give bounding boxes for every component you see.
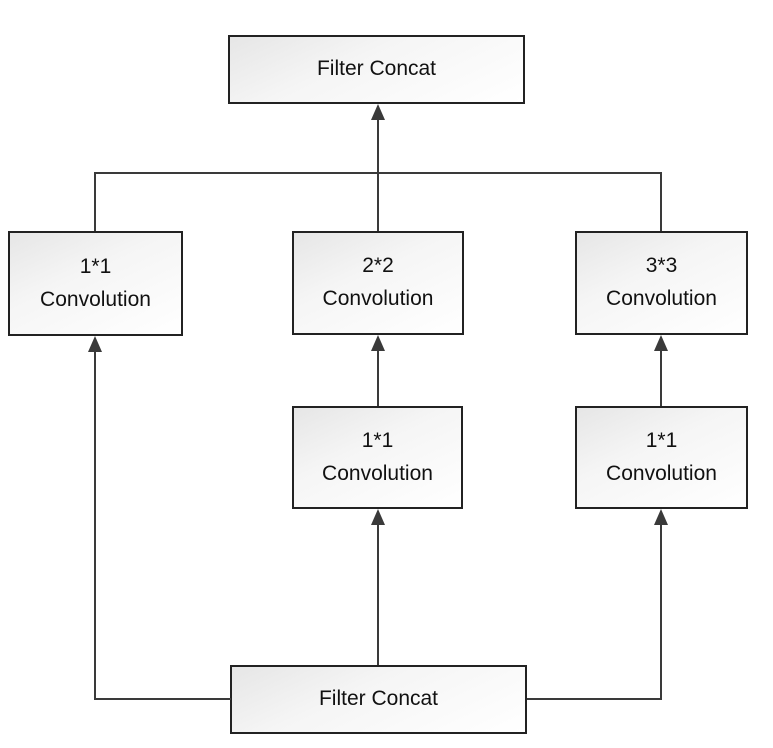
node-label-size: 1*1 [645, 428, 678, 452]
edge-bottomconcat-to-conv1x1right-horizontal [527, 698, 662, 700]
node-conv-2x2: 2*2 Convolution [292, 231, 464, 335]
node-conv-3x3: 3*3 Convolution [575, 231, 748, 335]
node-label: Filter Concat [318, 687, 439, 711]
arrowhead-up-icon [371, 104, 385, 120]
edge-bottomconcat-to-conv1x1right-vertical [660, 523, 662, 700]
node-conv-1x1-left: 1*1 Convolution [8, 231, 183, 336]
node-filter-concat-bottom: Filter Concat [230, 665, 527, 734]
node-label-size: 1*1 [79, 254, 112, 278]
arrowhead-up-icon [371, 335, 385, 351]
edge-bottomconcat-to-conv1x1mid-vertical [377, 523, 379, 665]
edge-bottomconcat-to-conv1x1left-horizontal [94, 698, 231, 700]
arrowhead-up-icon [371, 509, 385, 525]
node-label-kind: Convolution [322, 461, 433, 485]
node-conv-1x1-mid: 1*1 Convolution [292, 406, 463, 509]
node-label-kind: Convolution [40, 287, 151, 311]
edge-conv3x3-to-concat-vertical [660, 172, 662, 231]
edge-conv1x1left-to-concat-vertical [94, 172, 96, 231]
edge-bottomconcat-to-conv1x1left-vertical [94, 350, 96, 700]
edge-conv1x1mid-to-conv2x2-vertical [377, 349, 379, 406]
arrowhead-up-icon [654, 335, 668, 351]
node-label-kind: Convolution [606, 461, 717, 485]
edge-conv2x2-to-concat-vertical [377, 118, 379, 231]
arrowhead-up-icon [654, 509, 668, 525]
node-label-size: 3*3 [645, 254, 678, 278]
node-label-size: 1*1 [361, 428, 394, 452]
node-label: Filter Concat [316, 57, 437, 81]
edge-conv1x1right-to-conv3x3-vertical [660, 349, 662, 406]
node-filter-concat-top: Filter Concat [228, 35, 525, 104]
arrowhead-up-icon [88, 336, 102, 352]
node-label-size: 2*2 [362, 254, 394, 278]
node-label-kind: Convolution [606, 287, 717, 310]
node-label-kind: Convolution [322, 287, 434, 310]
node-conv-1x1-right: 1*1 Convolution [575, 406, 748, 509]
